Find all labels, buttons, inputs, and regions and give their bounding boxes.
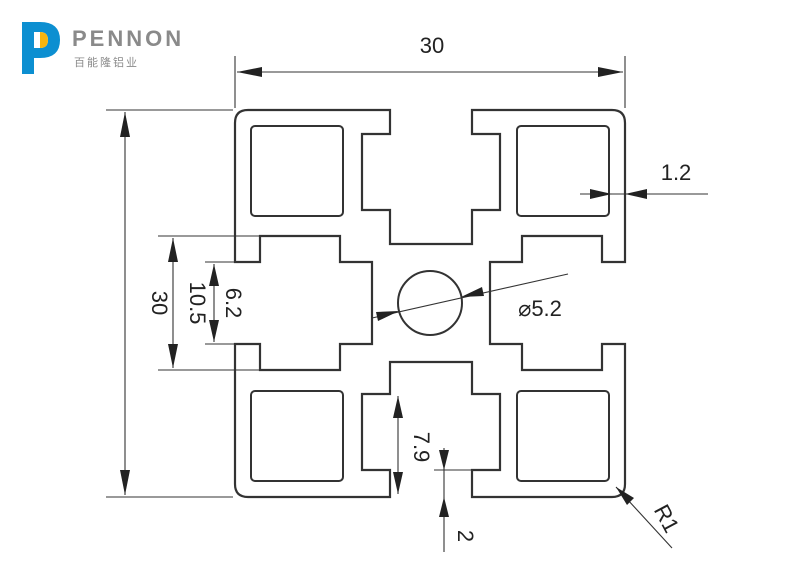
cavity-bottom-left [250,390,344,482]
dim-slot-height: 7.9 [393,396,434,494]
brand-name: PENNON [72,26,184,51]
dim-width: 30 [234,33,626,108]
dim-slot-depth-label: 10.5 [185,282,210,325]
dim-bottom-gap: 2 [434,448,478,552]
brand-subtitle: 百能隆铝业 [74,55,139,69]
dim-center-hole-label: ⌀5.2 [518,296,562,321]
dim-height-label: 30 [147,291,172,315]
dim-slot-depth: 10.5 [158,235,262,371]
dim-wall-label: 1.2 [661,160,692,185]
cavity-top-right [516,125,610,217]
brand-logo: PENNON 百能隆铝业 [22,22,184,74]
dim-width-label: 30 [420,33,444,58]
dim-slot-height-label: 7.9 [409,432,434,463]
dim-slot-opening: 6.2 [205,261,246,345]
cavity-bottom-right [516,390,610,482]
dim-corner-radius-label: R1 [649,500,684,537]
center-hole [397,270,463,336]
dim-bottom-gap-label: 2 [453,530,478,542]
profile-outline [233,108,627,499]
dim-corner-radius: R1 [615,486,684,549]
cavity-top-left [250,125,344,217]
logo-icon [22,22,60,74]
dim-wall: 1.2 [580,160,708,199]
dim-height: 30 [106,109,233,498]
dim-center-hole: ⌀5.2 [371,273,569,321]
dim-slot-opening-label: 6.2 [221,288,246,319]
